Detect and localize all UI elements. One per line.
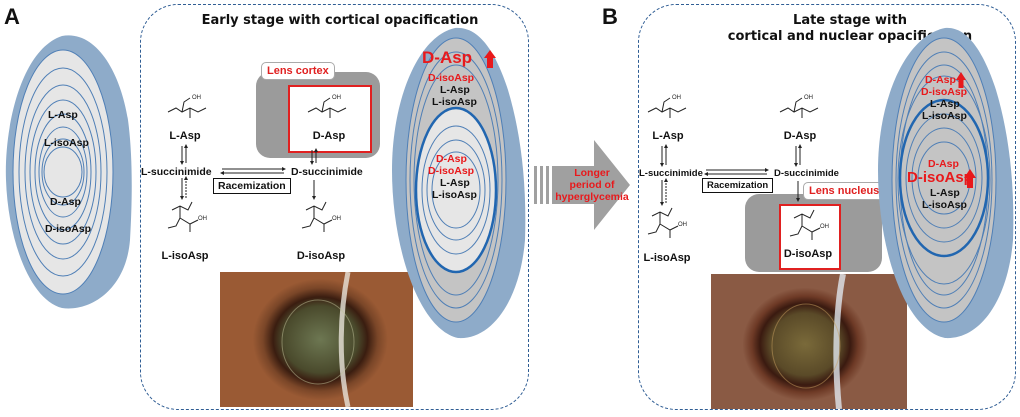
slit-lamp-photo-late [711, 274, 907, 409]
panel-b-frame [638, 4, 1016, 410]
l-asp-structure: OH [167, 95, 207, 118]
normal-lens [5, 35, 132, 309]
cortex-label-l-asp: L-Asp [440, 84, 470, 96]
increase-arrow-icon [484, 50, 496, 68]
nucleus-label-l-isoasp: L-isoAsp [922, 199, 967, 211]
nucleus-label-l-asp: L-Asp [440, 177, 470, 189]
l-isoasp-label: L-isoAsp [161, 250, 209, 262]
slit-lamp-photo-early [220, 272, 413, 407]
l-asp-label: L-Asp [652, 130, 684, 142]
cortex-label-l-asp: L-Asp [930, 98, 960, 110]
panel-a-frame [140, 4, 529, 410]
d-isoasp-label: D-isoAsp [296, 250, 346, 262]
d-isoasp-highlight [779, 204, 841, 270]
svg-text:OH: OH [820, 224, 829, 230]
panel-a-title: Early stage with cortical opacification [201, 13, 479, 28]
svg-text:OH: OH [332, 95, 341, 101]
nucleus-label-d-isoasp: D-isoAsp [428, 165, 475, 177]
lens-cortex-tag: Lens cortex [261, 62, 335, 80]
cortex-label-d-isoasp: D-isoAsp [921, 86, 968, 98]
d-asp-label: D-Asp [783, 130, 817, 142]
l-isoasp-structure: OH [167, 201, 207, 232]
normal-lens-label: L-isoAsp [44, 137, 89, 149]
transition-arrow [534, 140, 630, 230]
d-asp-structure: OH [779, 95, 819, 118]
panel-b-label: B [602, 4, 618, 29]
d-asp-highlight [288, 85, 372, 153]
racemization-box: Racemization [213, 178, 291, 194]
transition-label-line: hyperglycemia [555, 191, 629, 203]
nucleus-label-d-asp: D-Asp [436, 153, 467, 165]
d-asp-label: D-Asp [312, 130, 346, 142]
svg-text:OH: OH [672, 95, 681, 101]
panel-a-label: A [4, 4, 20, 29]
transition-label-line: Longer [574, 167, 610, 179]
cataract-lens-early [392, 27, 526, 339]
d-succinimide-label: D-succinimide [291, 166, 363, 178]
cortex-label-d-isoasp: D-isoAsp [428, 72, 475, 84]
l-asp-label: L-Asp [169, 130, 201, 142]
l-succinimide-label: L-succinimide [639, 168, 703, 179]
cortex-label-d-asp: D-Asp [422, 48, 473, 67]
panel-b-title-line: Late stage with [793, 13, 907, 28]
racemization-box: Racemization [702, 178, 774, 193]
d-asp-structure: OH [307, 95, 347, 118]
pathway-arrows-a [180, 144, 318, 200]
nucleus-boundary [898, 98, 990, 258]
svg-text:OH: OH [198, 216, 207, 222]
d-isoasp-structure: OH [301, 201, 341, 232]
l-isoasp-structure: OH [647, 207, 687, 238]
l-isoasp-label: L-isoAsp [643, 252, 691, 264]
increase-arrow-icon [964, 169, 976, 188]
normal-lens-body [12, 49, 114, 295]
d-isoasp-label: D-isoAsp [783, 248, 833, 260]
svg-text:OH: OH [192, 95, 201, 101]
normal-lens-label: D-isoAsp [45, 223, 92, 235]
cortex-label-d-asp: D-Asp [925, 74, 956, 86]
d-isoasp-structure: OH [789, 209, 829, 240]
normal-lens-label: D-Asp [50, 196, 81, 208]
svg-text:OH: OH [678, 222, 687, 228]
l-asp-structure: OH [647, 95, 687, 118]
increase-arrow-icon [956, 72, 966, 88]
normal-lens-label: L-Asp [48, 109, 78, 121]
transition-label-line: period of [569, 179, 615, 191]
nucleus-label-d-asp: D-Asp [928, 158, 959, 170]
nucleus-label-d-isoasp: D-isoAsp [907, 169, 973, 186]
cortex-label-l-isoasp: L-isoAsp [922, 110, 967, 122]
panel-b-title: Late stage with cortical and nuclear opa… [700, 13, 1000, 45]
d-succinimide-label: D-succinimide [774, 168, 839, 179]
l-succinimide-label: L-succinimide [141, 166, 212, 178]
nucleus-label-l-isoasp: L-isoAsp [432, 189, 477, 201]
transition-label: Longer period of hyperglycemia [552, 167, 632, 203]
nucleus-boundary [414, 106, 498, 274]
svg-text:OH: OH [332, 216, 341, 222]
nucleus-label-l-asp: L-Asp [930, 187, 960, 199]
svg-text:OH: OH [804, 95, 813, 101]
cortex-label-l-isoasp: L-isoAsp [432, 96, 477, 108]
panel-b-title-line: cortical and nuclear opacification [727, 29, 973, 44]
